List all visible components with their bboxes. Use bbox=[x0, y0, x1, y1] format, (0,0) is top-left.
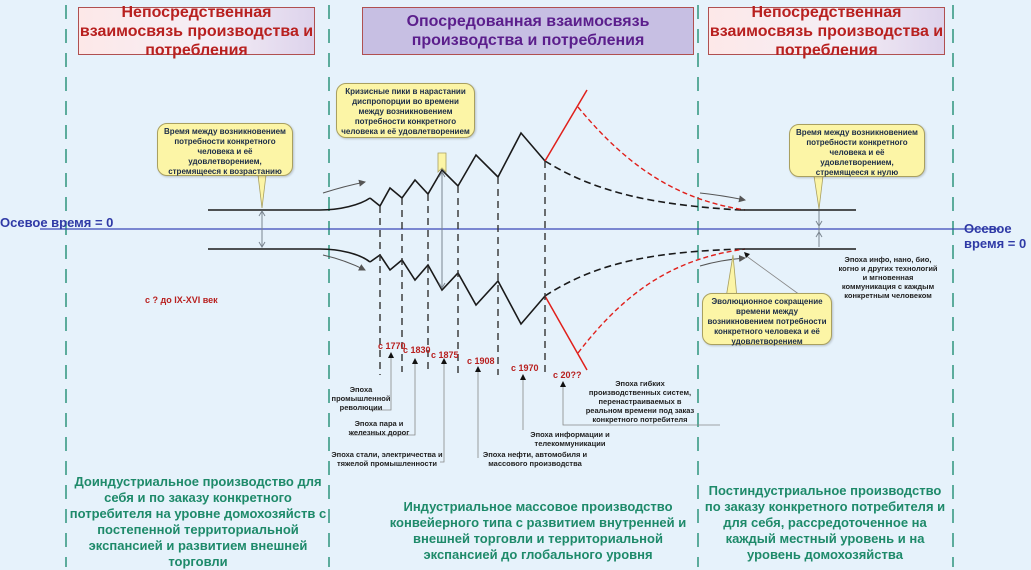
epoch-info-nano: Эпоха инфо, нано, био, когно и других те… bbox=[838, 255, 938, 300]
callout-crisis-peaks: Кризисные пики в нарастании диспропорции… bbox=[336, 83, 475, 138]
trend-arrows bbox=[322, 179, 746, 271]
epoch-industrial-revolution: Эпоха промышленной революции bbox=[331, 385, 391, 412]
lower-red-drop bbox=[544, 295, 588, 371]
year-1770: с 1770 bbox=[378, 341, 406, 351]
axis-label-right: Осевое время = 0 bbox=[964, 221, 1027, 251]
bottom-post-industrial: Постиндустриальное производство по заказ… bbox=[704, 483, 946, 562]
lower-zigzag bbox=[369, 253, 546, 326]
header-left: Непосредственная взаимосвязь производств… bbox=[78, 3, 315, 59]
callout-to-zero: Время между возникновением потребности к… bbox=[789, 124, 925, 177]
year-1875: с 1875 bbox=[431, 350, 459, 360]
upper-decay-dashed bbox=[544, 160, 741, 211]
epoch-flexible-production: Эпоха гибких производственных систем, пе… bbox=[585, 379, 695, 424]
epoch-steel-electricity: Эпоха стали, электричества и тяжелой про… bbox=[331, 450, 443, 468]
year-1830: с 1830 bbox=[403, 345, 431, 355]
year-1908: с 1908 bbox=[467, 356, 495, 366]
upper-red-decay bbox=[577, 106, 746, 211]
bottom-industrial: Индустриальное массовое производство кон… bbox=[389, 499, 687, 562]
section-dividers bbox=[65, 5, 954, 567]
lower-curve-left bbox=[208, 248, 371, 263]
year-20xx: с 20?? bbox=[553, 370, 582, 380]
epoch-dashed-lines bbox=[379, 161, 546, 375]
epoch-pointers bbox=[350, 254, 801, 463]
year-pre-industrial: с ? до IX-XVI век bbox=[145, 295, 218, 305]
upper-red-rise bbox=[544, 89, 588, 162]
epoch-oil-mass-production: Эпоха нефти, автомобиля и массового прои… bbox=[482, 450, 588, 468]
lower-red-decay bbox=[577, 248, 746, 354]
upper-zigzag bbox=[369, 131, 546, 208]
bubble-tails bbox=[257, 152, 824, 299]
header-middle: Опосредованная взаимосвязь производства … bbox=[362, 7, 694, 55]
epoch-info-telecom: Эпоха информации и телекоммуникации bbox=[530, 430, 610, 448]
year-1970: с 1970 bbox=[511, 363, 539, 373]
callout-growing-gap: Время между возникновением потребности к… bbox=[157, 123, 293, 176]
bottom-pre-industrial: Доиндустриальное производство для себя и… bbox=[69, 474, 327, 569]
upper-curve-left bbox=[208, 197, 371, 211]
epoch-steam-railways: Эпоха пара и железных дорог bbox=[348, 419, 410, 437]
epoch-pointer-heads bbox=[388, 252, 750, 387]
header-right: Непосредственная взаимосвязь производств… bbox=[708, 3, 945, 59]
callout-evolution: Эволюционное сокращение времени между во… bbox=[702, 293, 832, 346]
gap-arrows bbox=[258, 171, 823, 289]
lower-decay-dashed bbox=[544, 248, 741, 297]
axis-label-left: Осевое время = 0 bbox=[0, 215, 114, 230]
